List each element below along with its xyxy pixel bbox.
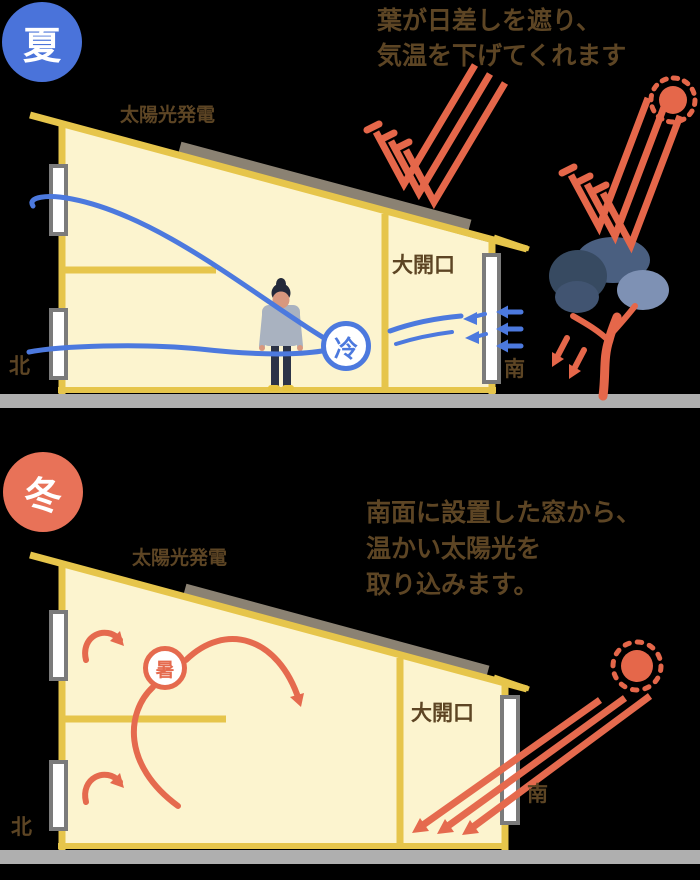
breeze-flow-arrows [26, 194, 524, 357]
summer-solar-panel [178, 141, 472, 231]
winter-solar-panel-label: 太陽光発電 [132, 547, 228, 569]
summer-roof [29, 111, 528, 253]
tree-icon [549, 237, 669, 401]
winter-house [29, 551, 530, 850]
winter-season-badge: 冬 [3, 452, 83, 532]
sunlight-ray-arrows [412, 693, 653, 835]
summer-north-label: 北 [9, 354, 30, 378]
winter-caption-line3: 取り込みます。 [366, 570, 539, 599]
winter-sun-icon [610, 639, 664, 693]
winter-caption: 南面に設置した窓から、 温かい太陽光を 取り込みます。 [366, 495, 641, 603]
winter-eave [493, 674, 530, 692]
winter-north-label: 北 [11, 815, 32, 839]
summer-north-window-lower [49, 308, 68, 380]
winter-caption-line1: 南面に設置した窓から、 [366, 498, 642, 527]
winter-solar-panel [183, 583, 490, 677]
winter-north-window-upper [49, 610, 68, 681]
winter-ground [0, 850, 700, 864]
winter-large-opening-label: 大開口 [411, 701, 474, 725]
summer-season-badge: 夏 [2, 2, 82, 82]
summer-ground [0, 394, 700, 408]
summer-caption-line2: 気温を下げてくれます [377, 41, 627, 70]
summer-large-opening-label: 大開口 [392, 253, 455, 277]
sun-icon [648, 75, 698, 125]
winter-south-label: 南 [527, 782, 548, 806]
summer-south-window [482, 253, 501, 384]
warm-air-badge: 暑 [143, 646, 187, 690]
winter-caption-line2: 温かい太陽光を [366, 534, 542, 563]
reflected-sunlight-arrows-tree [558, 96, 684, 254]
summer-solar-panel-label: 太陽光発電 [120, 104, 216, 126]
warm-air-arrowheads [110, 631, 304, 788]
summer-caption: 葉が日差しを遮り、 気温を下げてくれます [377, 3, 626, 73]
cool-air-badge: 冷 [321, 321, 371, 371]
summer-south-label: 南 [504, 357, 525, 381]
winter-roof [29, 551, 528, 693]
filtered-light-arrows [552, 335, 587, 379]
breeze-arrowheads [463, 305, 508, 353]
reflected-sunlight-arrows-roof [363, 63, 509, 210]
winter-north-window-lower [49, 760, 68, 831]
winter-house-interior [62, 566, 505, 848]
summer-eave [493, 234, 530, 252]
summer-caption-line1: 葉が日差しを遮り、 [377, 6, 602, 35]
